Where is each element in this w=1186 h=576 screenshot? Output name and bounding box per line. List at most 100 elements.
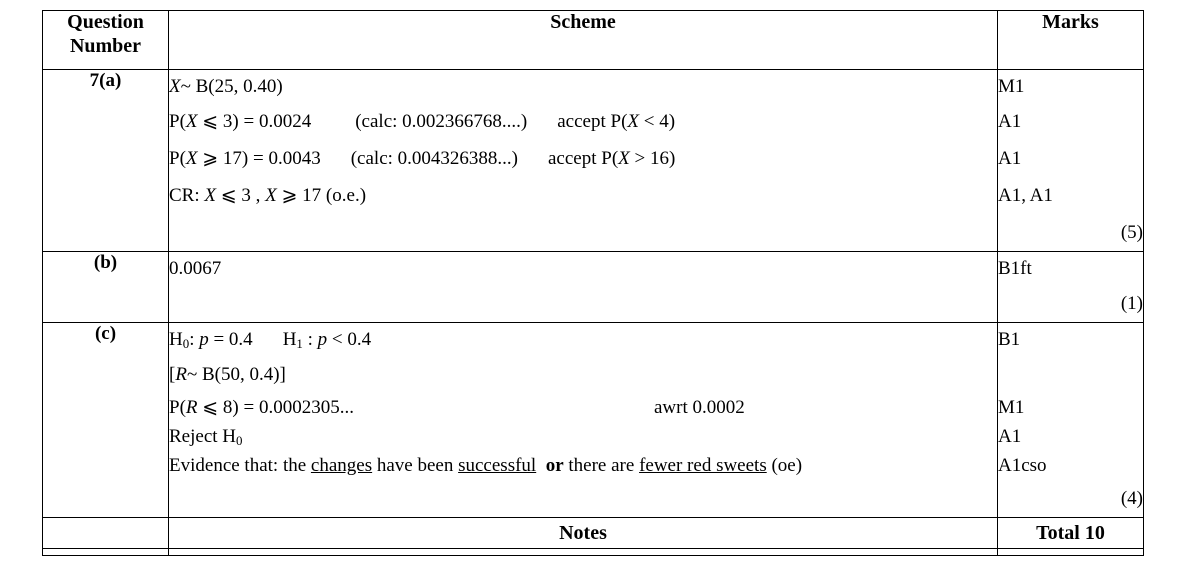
h0-equation: = 0.4 xyxy=(208,329,253,350)
variable-X: X xyxy=(204,185,216,206)
variable-X: X xyxy=(618,148,630,169)
accept-note-upper-pre: accept P( xyxy=(548,148,619,169)
upper-tail-value: ⩾ 17) = 0.0043 xyxy=(197,148,321,169)
mark-scheme-sheet: Question Number Scheme Marks 7(a) X~ B(2… xyxy=(42,10,1144,556)
mark-7a-2: A1 xyxy=(998,111,1022,132)
variable-X: X xyxy=(265,185,277,206)
header-marks: Marks xyxy=(997,10,1144,70)
prob-open: P( xyxy=(169,148,186,169)
h0-label: H xyxy=(169,329,183,350)
mark-7c-2: M1 xyxy=(998,397,1025,418)
reject-text: Reject H xyxy=(169,426,237,447)
variable-R: R xyxy=(185,397,198,418)
h0-colon: : xyxy=(189,329,200,350)
notes-row: Notes Total 10 xyxy=(42,517,1144,549)
evidence-mid1: have been xyxy=(372,455,459,476)
mark-7c-spacer xyxy=(998,356,1143,393)
evidence-or: or xyxy=(545,455,564,476)
mark-7c-3: A1 xyxy=(998,426,1022,447)
header-question-number: Question Number xyxy=(42,10,169,70)
variable-X: X xyxy=(627,111,640,132)
evidence-successful: successful xyxy=(458,455,537,476)
probability-value: ⩽ 8) = 0.0002305... xyxy=(197,397,354,418)
spacer xyxy=(169,285,997,299)
evidence-prefix: Evidence that: the xyxy=(169,455,311,476)
scheme-line-7a-distribution: X~ B(25, 0.40) xyxy=(169,70,997,103)
table-header-row: Question Number Scheme Marks xyxy=(42,10,1144,70)
h1-equation: < 0.4 xyxy=(327,329,372,350)
calc-note-upper: (calc: 0.004326388...) xyxy=(350,148,518,169)
header-question-number-line1: Question xyxy=(67,11,144,33)
variable-R: R xyxy=(175,364,187,385)
marks-cell-7b: B1ft (1) xyxy=(997,251,1144,323)
subtotal-7a: (5) xyxy=(1120,222,1143,243)
evidence-mid2: there are xyxy=(563,455,640,476)
scheme-line-7c-conclusion: Reject H0 xyxy=(169,422,997,451)
table-row: (b) 0.0067 B1ft (1) xyxy=(42,251,1144,323)
mark-7c-4: A1cso xyxy=(998,455,1047,476)
mark-7a-4: A1, A1 xyxy=(998,185,1053,206)
scheme-line-7a-upper-tail: P(X ⩾ 17) = 0.0043(calc: 0.004326388...)… xyxy=(169,140,997,177)
accept-note-lower-post: < 4) xyxy=(639,111,676,132)
stub-cell-marks xyxy=(997,548,1144,556)
variable-X: X xyxy=(169,76,181,97)
cr-label: CR: xyxy=(169,185,205,206)
scheme-line-7a-lower-tail: P(X ⩽ 3) = 0.0024(calc: 0.002366768....)… xyxy=(169,103,997,140)
accept-note-upper-post: > 16) xyxy=(629,148,676,169)
reject-subscript: 0 xyxy=(236,433,243,449)
spacer xyxy=(169,480,997,494)
mark-scheme-table: Question Number Scheme Marks 7(a) X~ B(2… xyxy=(42,10,1144,556)
cr-upper: ⩾ 17 (o.e.) xyxy=(276,185,367,206)
question-number-7a: 7(a) xyxy=(42,69,169,252)
evidence-fewer-red-sweets: fewer red sweets xyxy=(639,455,767,476)
variable-X: X xyxy=(185,148,198,169)
bracket-open: [ xyxy=(169,364,176,385)
mark-7b-1: B1ft xyxy=(998,258,1032,279)
scheme-cell-7b: 0.0067 xyxy=(168,251,998,323)
lower-tail-value: ⩽ 3) = 0.0024 xyxy=(197,111,312,132)
total-marks: Total 10 xyxy=(997,517,1144,549)
subtotal-7c: (4) xyxy=(1120,488,1143,509)
distribution-text: ~ B(25, 0.40) xyxy=(180,76,283,97)
scheme-line-7c-probability: P(R ⩽ 8) = 0.0002305... awrt 0.0002 xyxy=(169,393,997,422)
question-number-7c: (c) xyxy=(42,322,169,518)
scheme-line-7c-distribution: [R~ B(50, 0.4)] xyxy=(169,356,997,393)
scheme-cell-7a: X~ B(25, 0.40) P(X ⩽ 3) = 0.0024(calc: 0… xyxy=(168,69,998,252)
notes-label: Notes xyxy=(168,517,998,549)
h1-colon: : xyxy=(302,329,318,350)
scheme-line-7c-evidence: Evidence that: the changes have been suc… xyxy=(169,451,997,480)
evidence-suffix: (oe) xyxy=(766,455,803,476)
marks-cell-7c: B1 M1 A1 A1cso (4) xyxy=(997,322,1144,518)
awrt-note: awrt 0.0002 xyxy=(653,397,745,418)
next-row-stub xyxy=(42,548,1144,556)
marks-cell-7a: M1 A1 A1 A1, A1 (5) xyxy=(997,69,1144,252)
notes-blank-cell xyxy=(42,517,169,549)
prob-open: P( xyxy=(169,111,186,132)
scheme-line-7b-value: 0.0067 xyxy=(169,258,222,279)
cr-lower: ⩽ 3 , xyxy=(215,185,266,206)
variable-X: X xyxy=(185,111,198,132)
distribution-R-text: ~ B(50, 0.4)] xyxy=(186,364,286,385)
mark-7c-1: B1 xyxy=(998,329,1021,350)
h1-subscript: 1 xyxy=(296,336,303,352)
scheme-line-7a-critical-region: CR: X ⩽ 3 , X ⩾ 17 (o.e.) xyxy=(169,177,997,214)
question-number-7b: (b) xyxy=(42,251,169,323)
table-row: 7(a) X~ B(25, 0.40) P(X ⩽ 3) = 0.0024(ca… xyxy=(42,69,1144,252)
header-scheme: Scheme xyxy=(168,10,998,70)
calc-note-lower: (calc: 0.002366768....) xyxy=(355,111,528,132)
mark-7a-1: M1 xyxy=(998,76,1025,97)
accept-note-lower-pre: accept P( xyxy=(557,111,628,132)
header-question-number-line2: Number xyxy=(69,34,142,57)
prob-open: P( xyxy=(169,397,186,418)
evidence-changes: changes xyxy=(310,455,373,476)
subtotal-7b: (1) xyxy=(1120,293,1143,314)
mark-7a-3: A1 xyxy=(998,148,1022,169)
variable-p: p xyxy=(199,329,209,350)
spacer xyxy=(169,214,997,240)
h0-subscript: 0 xyxy=(182,336,190,352)
stub-cell-question xyxy=(42,548,169,556)
variable-p: p xyxy=(317,329,328,350)
